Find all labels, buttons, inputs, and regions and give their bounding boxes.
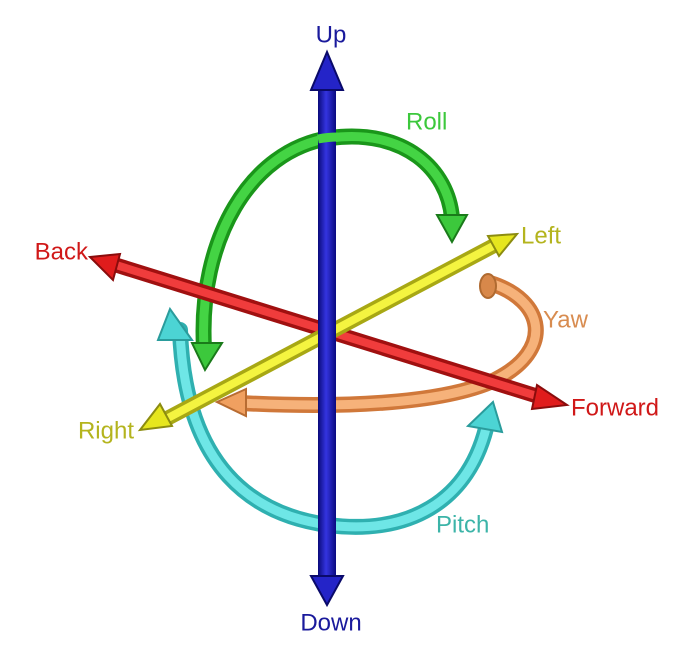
yaw-label: Yaw [543, 306, 589, 333]
back-label: Back [35, 238, 89, 265]
up-down-axis [309, 49, 345, 608]
right-arrowhead [137, 402, 174, 432]
roll-label: Roll [406, 108, 447, 135]
roll-arrow [190, 128, 469, 373]
up-arrowhead [309, 49, 345, 91]
pitch-label: Pitch [436, 511, 489, 538]
left-arrowhead [486, 232, 520, 258]
up-label: Up [316, 21, 347, 48]
back-arrowhead [87, 252, 122, 282]
forward-arrowhead [530, 383, 570, 411]
down-label: Down [300, 609, 361, 636]
forward-label: Forward [571, 394, 659, 421]
down-arrowhead [309, 575, 345, 608]
labels: Up Down Back Forward Left Right Roll Yaw… [35, 21, 659, 636]
right-label: Right [78, 417, 134, 444]
left-label: Left [521, 222, 561, 249]
roll-front-segment [317, 132, 339, 144]
